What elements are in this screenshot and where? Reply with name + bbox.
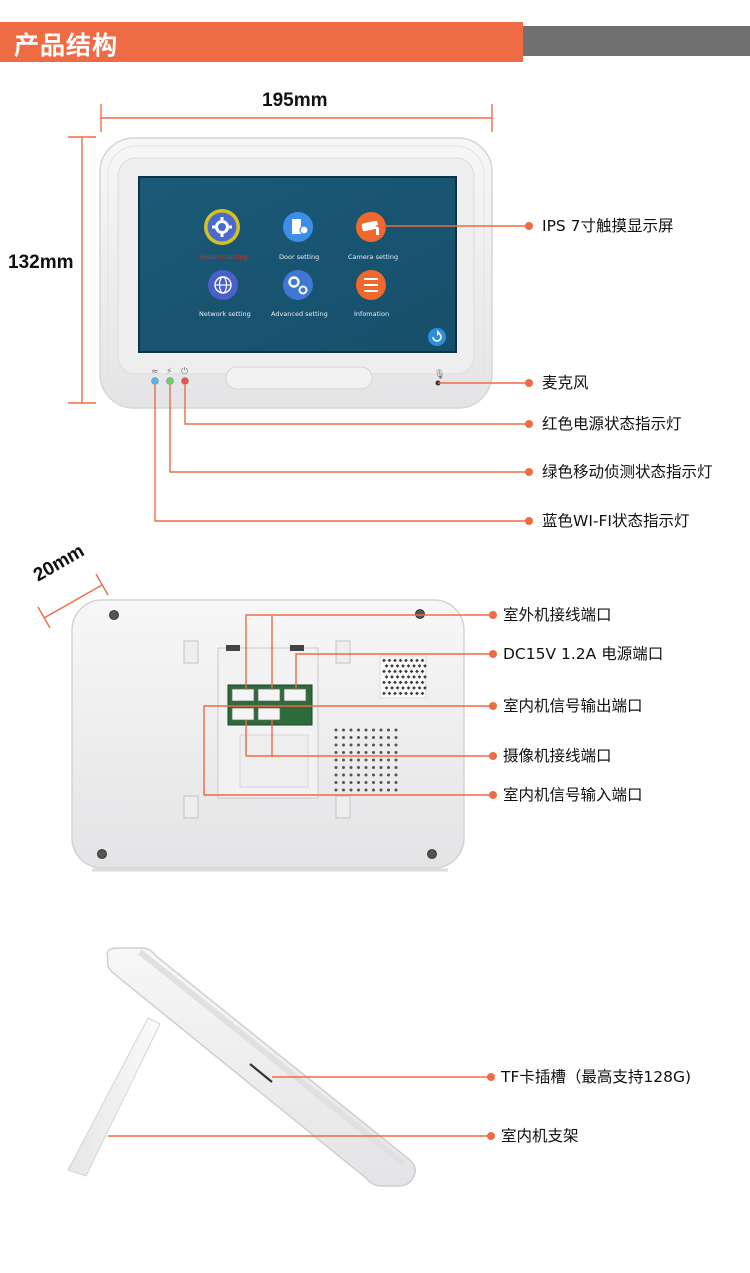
page-title: 产品结构 — [14, 31, 119, 60]
label-signal-out: 室内机信号输出端口 — [503, 697, 643, 715]
label-tf-slot: TF卡插槽（最高支持128G) — [501, 1068, 692, 1086]
refresh-icon — [428, 328, 446, 346]
callout-dot — [525, 222, 533, 230]
callout-dot — [489, 650, 497, 658]
label-green-led: 绿色移动侦测状态指示灯 — [542, 463, 713, 481]
callout-dot — [489, 702, 497, 710]
height-label: 132mm — [8, 252, 74, 273]
callout-dot — [525, 420, 533, 428]
menu-label-network[interactable]: Network setting — [199, 310, 251, 318]
green-led — [166, 377, 174, 385]
label-outdoor-port: 室外机接线端口 — [503, 606, 612, 624]
power-icon: ⏻ — [181, 366, 188, 377]
callout-dot — [489, 611, 497, 619]
menu-label-camera[interactable]: Camera setting — [348, 253, 399, 261]
label-stand: 室内机支架 — [501, 1127, 579, 1145]
label-red-led: 红色电源状态指示灯 — [542, 415, 682, 433]
label-screen: IPS 7寸触摸显示屏 — [542, 217, 674, 235]
width-label: 195mm — [262, 90, 328, 111]
mic-icon: 🎙 — [434, 369, 445, 380]
callout-dot — [525, 468, 533, 476]
label-mic: 麦克风 — [542, 374, 589, 392]
callout-dot — [489, 752, 497, 760]
header-dark-band — [523, 26, 750, 56]
label-blue-led: 蓝色WI-FI状态指示灯 — [542, 512, 690, 530]
label-power-port: DC15V 1.2A 电源端口 — [503, 645, 664, 663]
callout-dot — [487, 1073, 495, 1081]
menu-label-info[interactable]: Infomation — [354, 310, 390, 318]
callout-dot — [489, 791, 497, 799]
side-device — [67, 947, 417, 1187]
red-led — [181, 377, 189, 385]
callout-dot — [487, 1132, 495, 1140]
wifi-icon: ≈ — [151, 367, 159, 377]
callout-dot — [525, 379, 533, 387]
depth-dimension — [37, 573, 109, 629]
back-device — [71, 599, 465, 872]
label-signal-in: 室内机信号输入端口 — [503, 786, 643, 804]
screen-menu — [204, 209, 386, 300]
label-camera-port: 摄像机接线端口 — [503, 747, 612, 765]
menu-label-advanced[interactable]: Advanced setting — [271, 310, 328, 318]
header-band — [0, 22, 523, 62]
motion-icon: ⚡ — [166, 367, 172, 377]
blue-led — [151, 377, 159, 385]
menu-label-system[interactable]: System setting — [199, 253, 248, 261]
menu-label-door[interactable]: Door setting — [279, 253, 320, 261]
callout-dot — [525, 517, 533, 525]
front-device: ≈ ⚡ ⏻ 🎙 — [99, 137, 493, 409]
width-dimension — [100, 104, 493, 132]
height-dimension — [68, 136, 96, 404]
